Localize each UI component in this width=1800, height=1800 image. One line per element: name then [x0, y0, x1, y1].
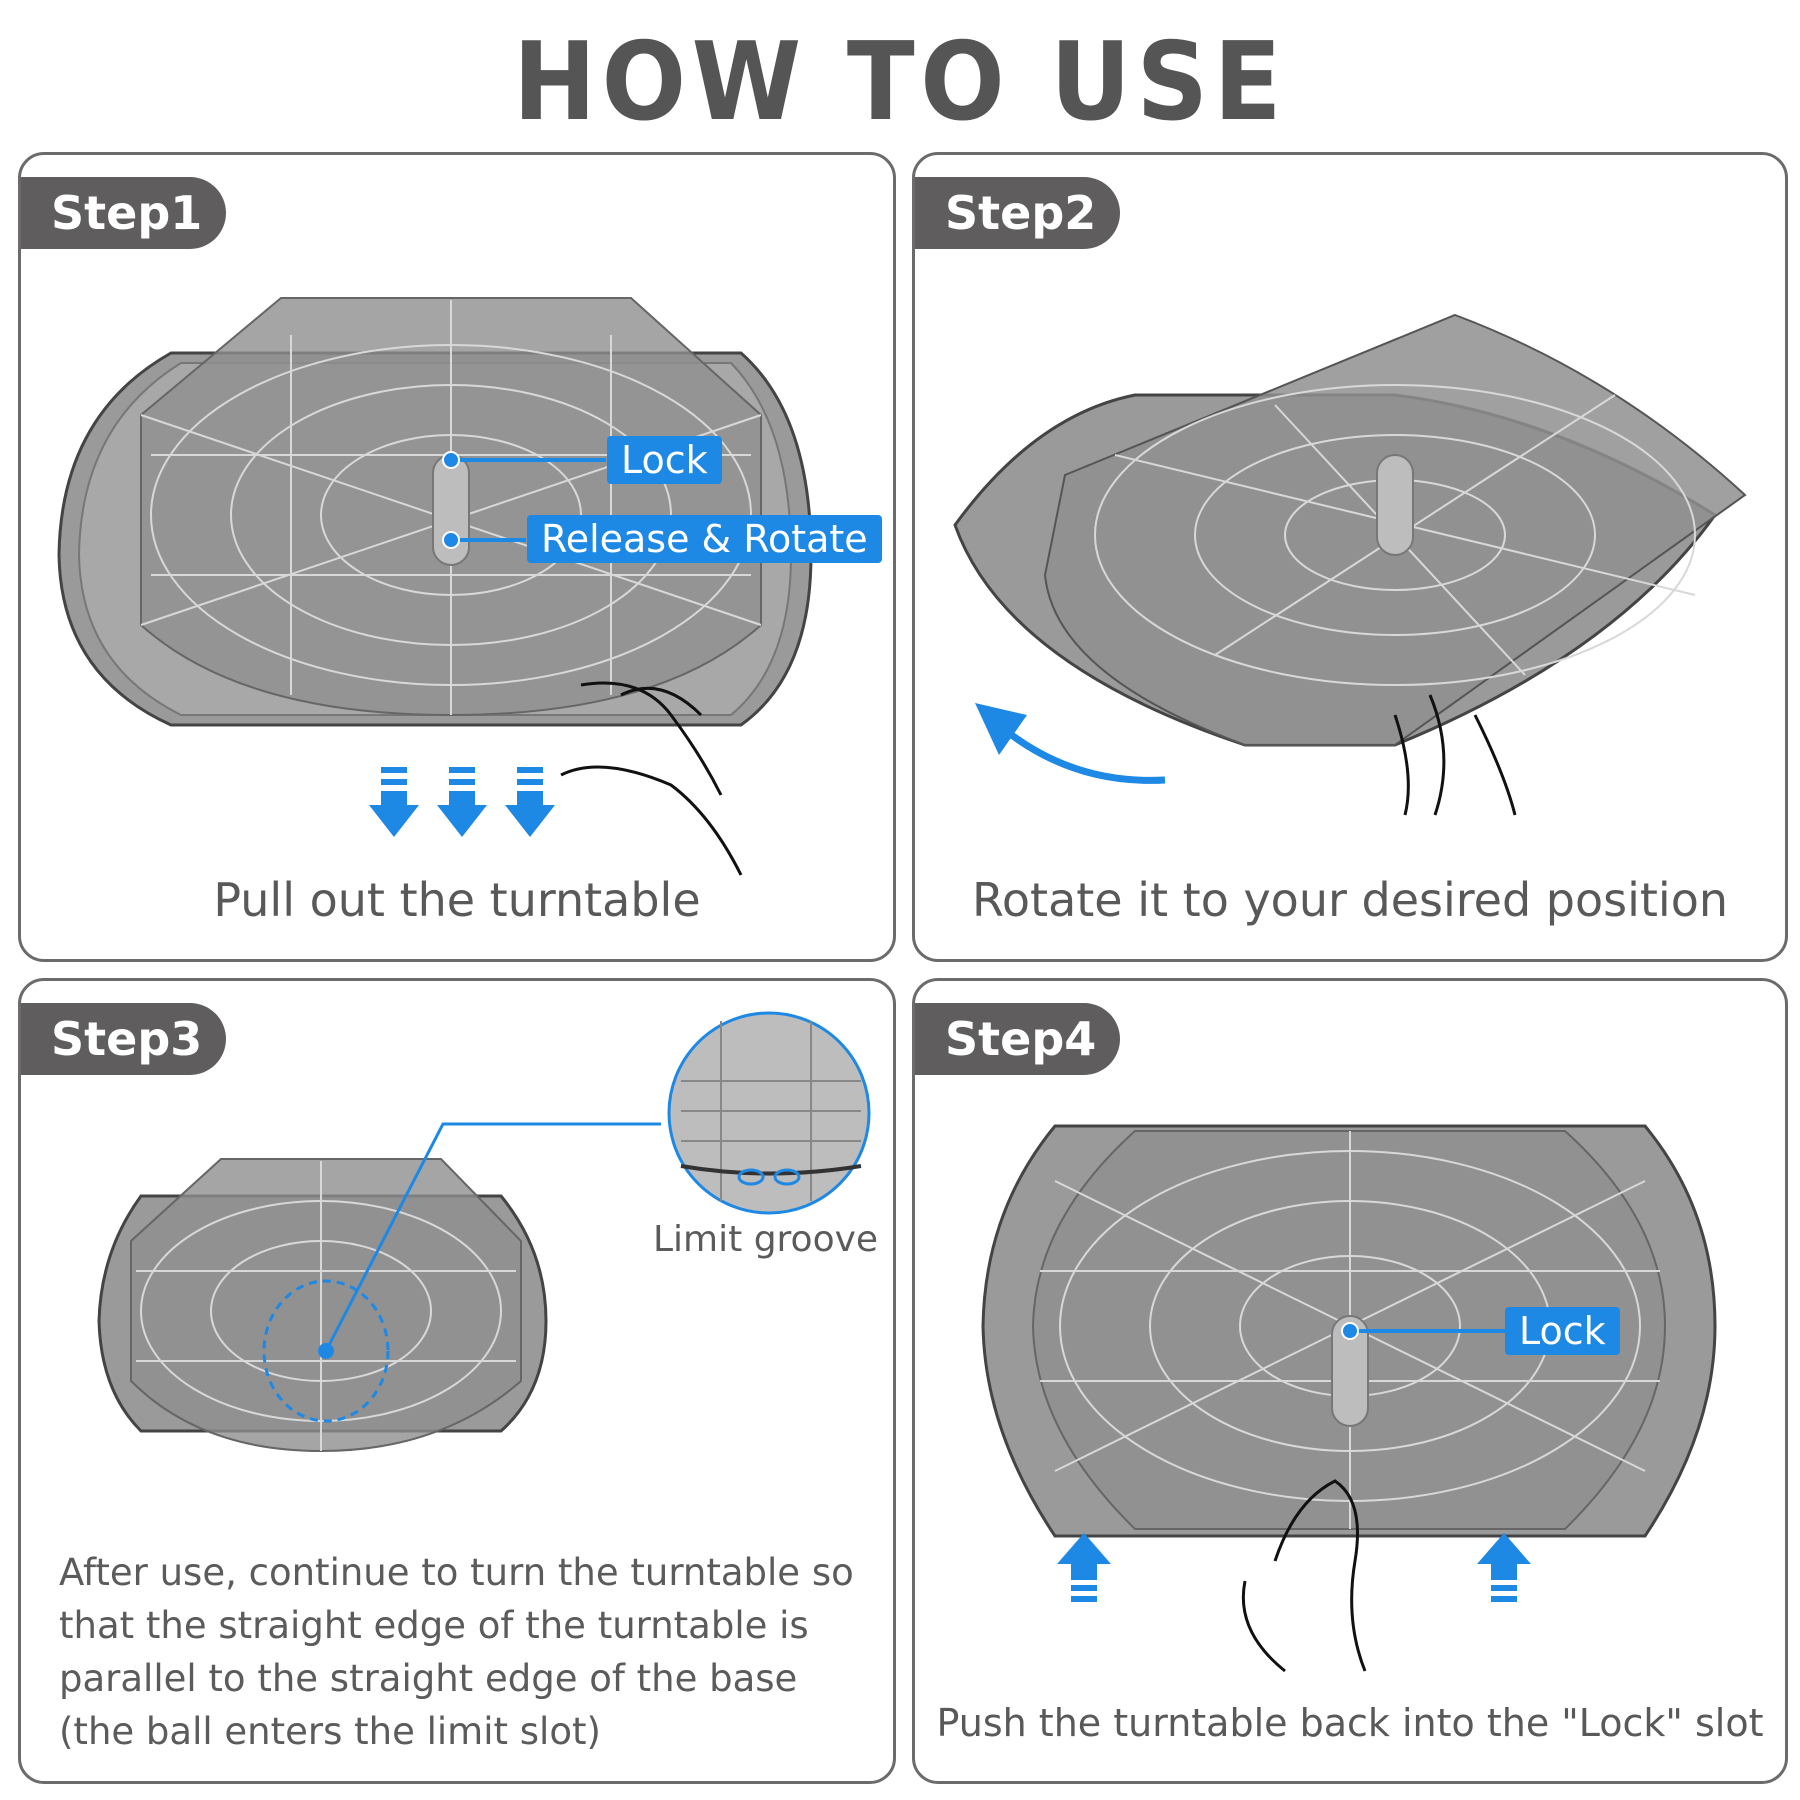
step2-caption: Rotate it to your desired position	[972, 873, 1728, 927]
page-title: HOW TO USE	[513, 20, 1287, 145]
step3-panel: Step3 Limit groove After use, continue t…	[18, 978, 896, 1784]
step3-line: parallel to the straight edge of the bas…	[59, 1657, 798, 1700]
step1-turntable-illustration	[57, 297, 813, 876]
lock-tag: Lock	[1505, 1307, 1620, 1355]
step2-turntable-illustration	[953, 313, 1747, 816]
step3-line: (the ball enters the limit slot)	[59, 1710, 601, 1753]
step3-line: After use, continue to turn the turntabl…	[59, 1551, 854, 1594]
step2-panel: Step2 Rotate it to your desired position	[912, 152, 1788, 962]
step1-panel: Step1	[18, 152, 896, 962]
step4-badge: Step4	[915, 1003, 1120, 1075]
step3-description: After use, continue to turn the turntabl…	[59, 1546, 879, 1758]
lock-tag: Lock	[607, 436, 722, 484]
rotate-arrow-icon	[1002, 727, 1166, 784]
step4-panel: Step4 Lock Push the turntable back into …	[912, 978, 1788, 1784]
step3-turntable-illustration	[97, 1011, 871, 1453]
release-rotate-tag: Release & Rotate	[527, 515, 882, 563]
step3-badge: Step3	[21, 1003, 226, 1075]
step2-badge: Step2	[915, 177, 1120, 249]
zoom-detail-icon	[667, 1011, 871, 1215]
step1-caption: Pull out the turntable	[213, 873, 701, 927]
down-arrows-icon	[369, 767, 555, 837]
step4-turntable-illustration	[981, 1124, 1717, 1673]
step4-caption: Push the turntable back into the "Lock" …	[936, 1701, 1764, 1745]
limit-groove-label: Limit groove	[653, 1219, 879, 1260]
step1-badge: Step1	[21, 177, 226, 249]
step3-line: that the straight edge of the turntable …	[59, 1604, 809, 1647]
up-arrows-icon	[1057, 1533, 1531, 1602]
